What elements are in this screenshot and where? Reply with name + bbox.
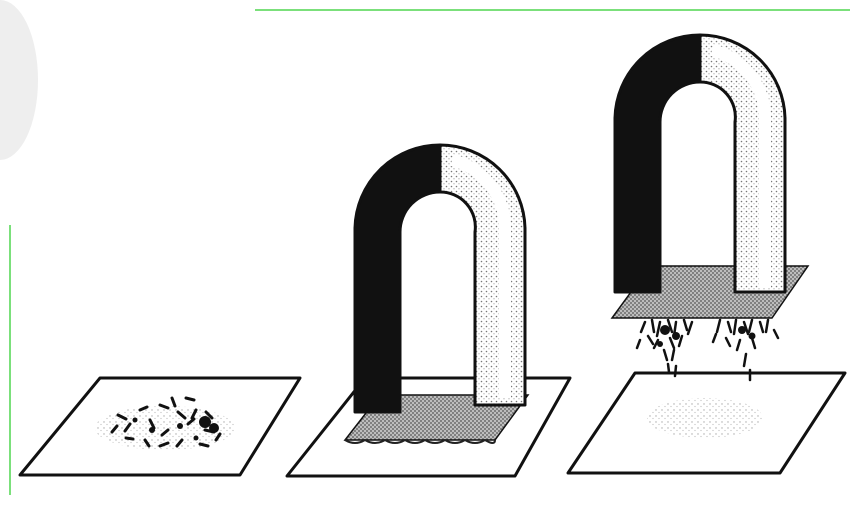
magnet-north-pole <box>355 145 440 412</box>
attached-filings-north-dense <box>657 325 680 347</box>
panel-3-magnet-lifted <box>568 35 845 473</box>
horseshoe-magnet <box>355 145 525 412</box>
magnet-north-pole <box>615 35 700 292</box>
horseshoe-magnet-lifted <box>615 35 785 292</box>
scan-stain <box>0 0 38 160</box>
residual-filings-shadow <box>647 398 763 438</box>
panel-1-filings-on-paper <box>20 378 300 475</box>
panel-2-magnet-on-filings <box>287 145 570 476</box>
